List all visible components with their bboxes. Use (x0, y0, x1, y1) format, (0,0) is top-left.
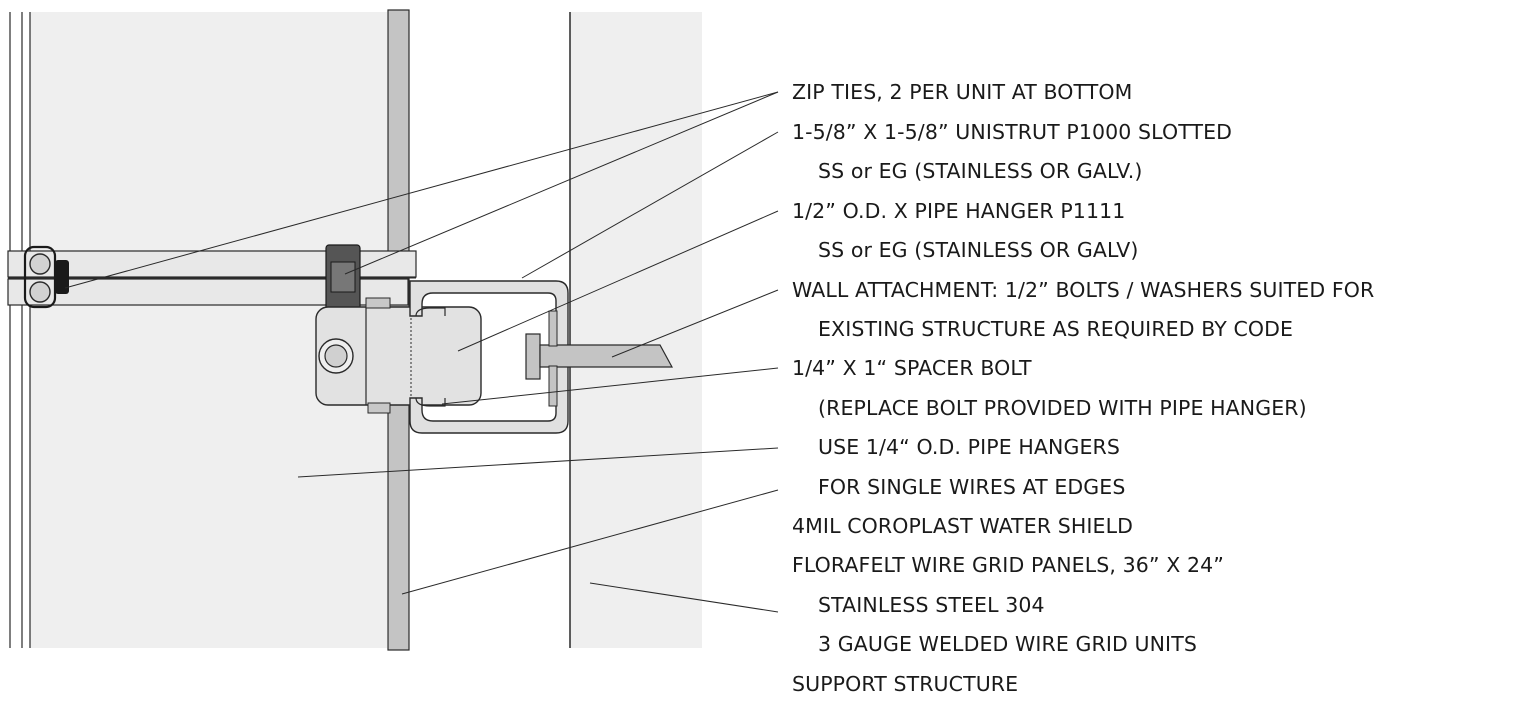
leader-pipe-hanger (457, 210, 779, 352)
callout-hanger-line1: 1/2” O.D. X PIPE HANGER P1111 (792, 199, 1126, 223)
spacer-bolt-inner (324, 344, 348, 368)
callout-florafelt-line2: STAINLESS STEEL 304 (818, 593, 1045, 617)
leader-florafelt (589, 582, 779, 613)
wire-end-bottom (29, 281, 51, 303)
callout-florafelt-line3: 3 GAUGE WELDED WIRE GRID UNITS (818, 632, 1197, 656)
callout-wall-line2: EXISTING STRUCTURE AS REQUIRED BY CODE (818, 317, 1294, 341)
callout-spacer-line2: (REPLACE BOLT PROVIDED WITH PIPE HANGER) (818, 396, 1307, 420)
callout-zip-ties: ZIP TIES, 2 PER UNIT AT BOTTOM (792, 80, 1133, 104)
unistrut-channel (409, 280, 569, 434)
pipe-hanger-body (315, 306, 482, 406)
hanger-tab-bottom (367, 402, 391, 414)
callout-edge-line1: USE 1/4“ O.D. PIPE HANGERS (818, 435, 1120, 459)
leader-spacer-bolt (441, 367, 779, 405)
callout-support-structure: SUPPORT STRUCTURE (792, 672, 1019, 696)
callout-coroplast: 4MIL COROPLAST WATER SHIELD (792, 514, 1134, 538)
leader-zip-ties-b (344, 91, 779, 275)
hanger-tab-top (365, 297, 391, 309)
zip-tie-head (55, 260, 69, 294)
leader-coroplast (401, 489, 779, 595)
zip-tie-strut-band (330, 261, 356, 293)
leader-wall-attachment (611, 289, 779, 358)
callout-unistrut-line2: SS or EG (STAINLESS OR GALV.) (818, 159, 1143, 183)
wall-washer-top (548, 310, 558, 347)
callout-edge-line2: FOR SINGLE WIRES AT EDGES (818, 475, 1126, 499)
unistrut-lip-top (415, 307, 446, 317)
leader-lines (64, 91, 779, 613)
callout-hanger-line2: SS or EG (STAINLESS OR GALV) (818, 238, 1139, 262)
leader-unistrut (521, 131, 779, 279)
wire-end-top (29, 253, 51, 275)
unistrut-lip-bottom (415, 397, 446, 407)
callout-florafelt-line1: FLORAFELT WIRE GRID PANELS, 36” X 24” (792, 553, 1224, 577)
callout-spacer-line1: 1/4” X 1“ SPACER BOLT (792, 356, 1032, 380)
wall-washer-bottom (548, 365, 558, 407)
leader-zip-ties-a (64, 91, 779, 289)
leader-edge-hangers (297, 447, 779, 478)
wall-bolt-shank (539, 344, 674, 368)
callout-unistrut-line1: 1-5/8” X 1-5/8” UNISTRUT P1000 SLOTTED (792, 120, 1233, 144)
callout-wall-line1: WALL ATTACHMENT: 1/2” BOLTS / WASHERS SU… (792, 278, 1375, 302)
